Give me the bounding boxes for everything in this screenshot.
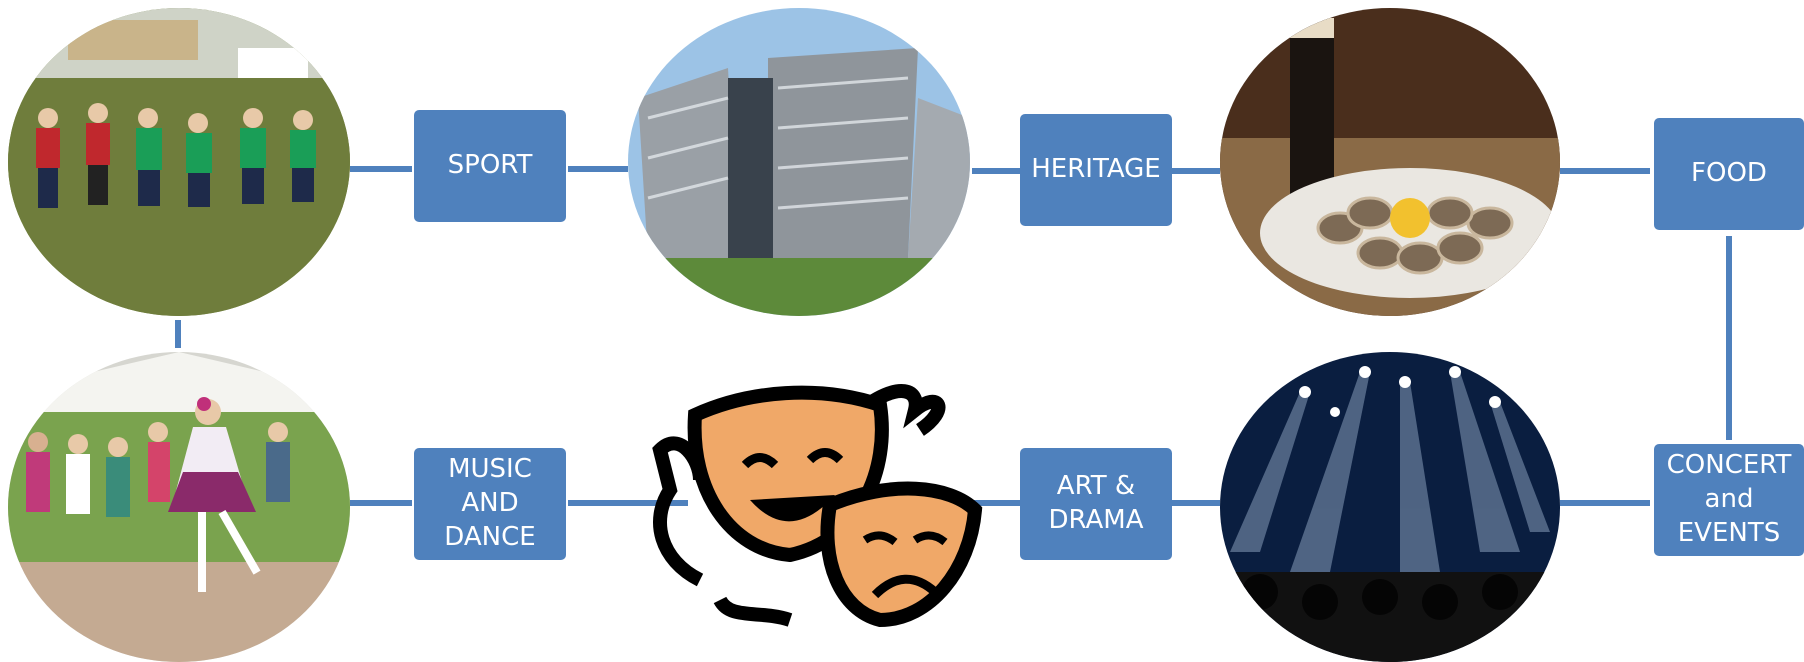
heritage-box: HERITAGE — [1020, 114, 1172, 226]
connector-line — [1726, 236, 1732, 440]
connector-line — [1172, 500, 1220, 506]
sport-box: SPORT — [414, 110, 566, 222]
connector-line — [350, 166, 412, 172]
connector-line — [1560, 168, 1650, 174]
connector-line — [1560, 500, 1650, 506]
connector-line — [568, 166, 628, 172]
connector-line — [972, 168, 1020, 174]
irish-dancer-photo — [8, 352, 350, 662]
oysters-and-stout-photo — [1220, 8, 1560, 316]
theatre-masks-icon — [640, 370, 986, 634]
titanic-building-photo — [628, 8, 970, 316]
art-and-drama-box: ART & DRAMA — [1020, 448, 1172, 560]
connector-line — [350, 500, 412, 506]
concert-stage-photo — [1220, 352, 1560, 662]
connector-line — [1172, 168, 1220, 174]
connector-line — [175, 320, 181, 348]
concert-and-events-box: CONCERT and EVENTS — [1654, 444, 1804, 556]
food-box: FOOD — [1654, 118, 1804, 230]
music-and-dance-box: MUSIC AND DANCE — [414, 448, 566, 560]
children-rugby-photo — [8, 8, 350, 316]
connector-line — [568, 500, 688, 506]
